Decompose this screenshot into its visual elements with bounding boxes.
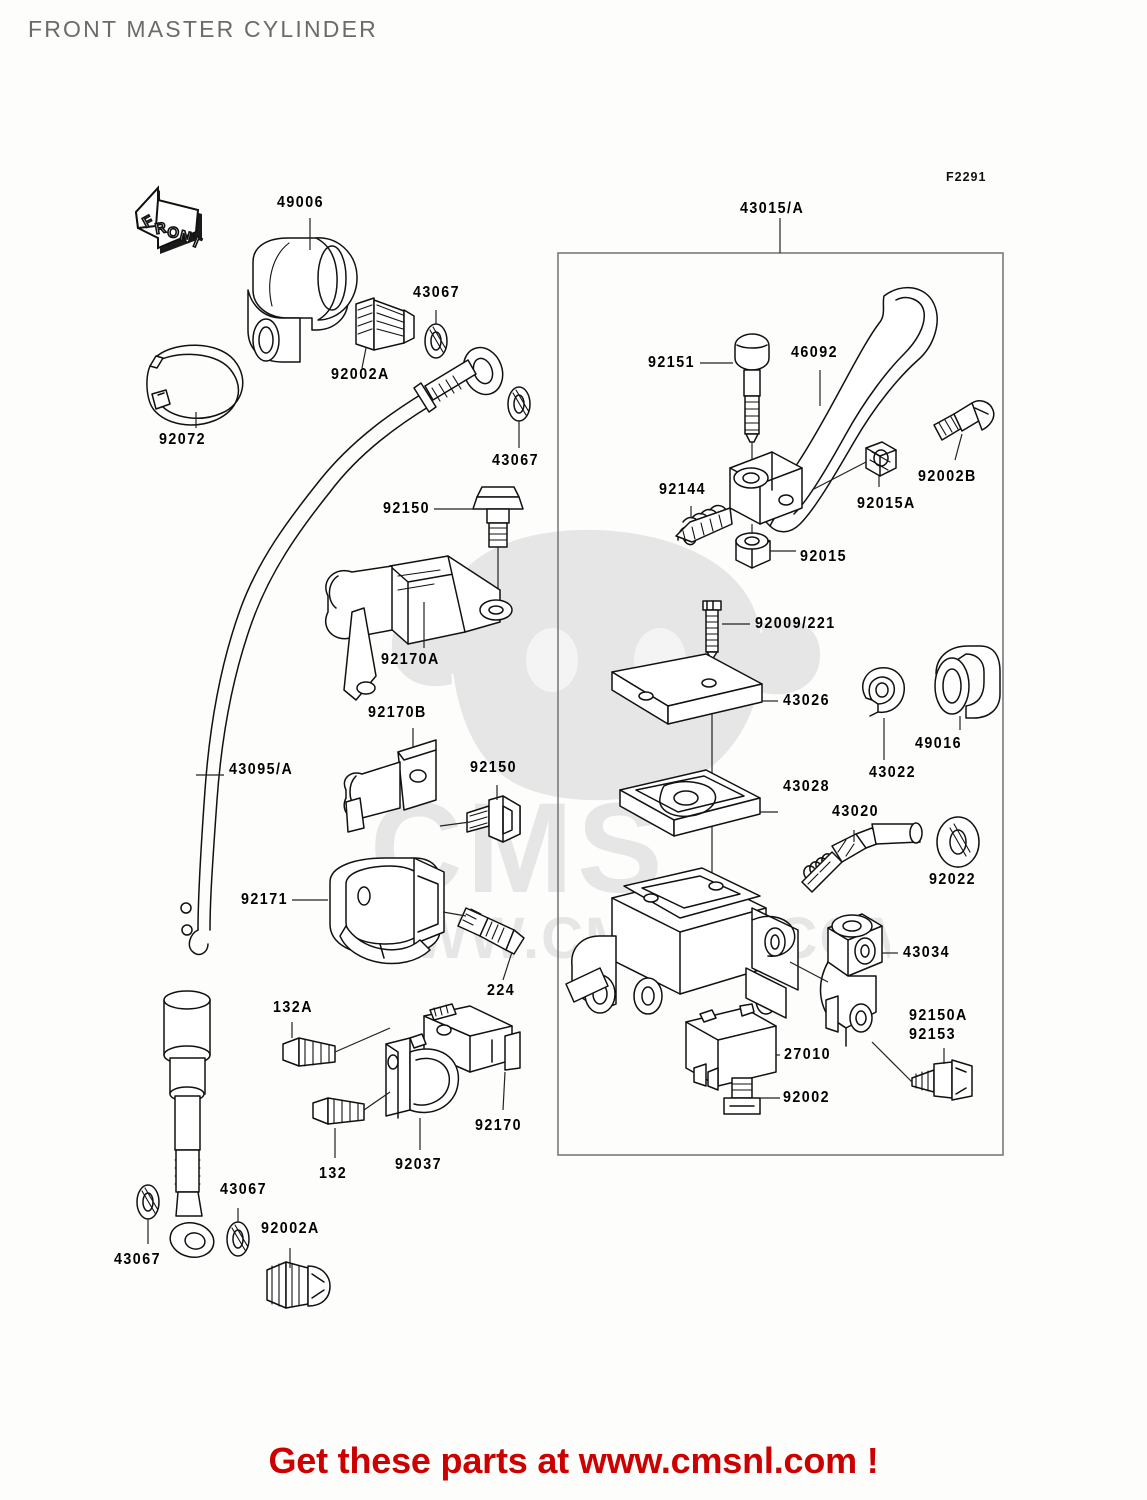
callout-92151: 92151 bbox=[648, 354, 696, 371]
part-92072 bbox=[146, 344, 244, 426]
callout-92002B: 92002B bbox=[918, 468, 977, 485]
callout-92072: 92072 bbox=[159, 431, 207, 448]
callout-92009-221: 92009/221 bbox=[755, 615, 836, 632]
part-49006 bbox=[247, 237, 358, 363]
part-43067-b bbox=[507, 386, 531, 422]
callout-92171: 92171 bbox=[241, 891, 289, 908]
part-92150-upper bbox=[472, 486, 524, 548]
part-92150-lower bbox=[466, 795, 521, 843]
callout-92170A: 92170A bbox=[381, 651, 440, 668]
callout-49016: 49016 bbox=[915, 735, 963, 752]
callout-43022: 43022 bbox=[869, 764, 917, 781]
callout-43095A: 43095/A bbox=[229, 761, 294, 778]
callout-46092: 46092 bbox=[791, 344, 839, 361]
callout-92170B: 92170B bbox=[368, 704, 427, 721]
front-label-o: O bbox=[167, 224, 180, 242]
callout-92015A: 92015A bbox=[857, 495, 916, 512]
front-label-n: N bbox=[178, 227, 193, 246]
callout-92153: 92153 bbox=[909, 1026, 957, 1043]
part-43095A bbox=[163, 346, 504, 1258]
callout-224: 224 bbox=[487, 982, 516, 999]
callout-132: 132 bbox=[319, 1165, 348, 1182]
part-92022 bbox=[936, 816, 980, 868]
part-92015 bbox=[735, 532, 771, 569]
part-92002A-top bbox=[355, 297, 415, 351]
part-224 bbox=[457, 907, 525, 955]
callout-43020: 43020 bbox=[832, 803, 880, 820]
part-43067-c bbox=[226, 1221, 250, 1257]
part-master-cylinder-body bbox=[565, 867, 799, 1019]
page-title: FRONT MASTER CYLINDER bbox=[28, 16, 378, 42]
callout-49006: 49006 bbox=[277, 194, 325, 211]
callout-92002: 92002 bbox=[783, 1089, 831, 1106]
part-92151 bbox=[734, 333, 770, 443]
callout-92022: 92022 bbox=[929, 871, 977, 888]
callout-43067-d: 43067 bbox=[114, 1251, 162, 1268]
sheet-code: F2291 bbox=[946, 170, 987, 184]
callout-43067-b: 43067 bbox=[492, 452, 540, 469]
part-46092 bbox=[729, 286, 938, 533]
callout-43034: 43034 bbox=[903, 944, 951, 961]
callout-132A: 132A bbox=[273, 999, 313, 1016]
part-92144 bbox=[675, 504, 733, 546]
part-92171 bbox=[329, 857, 445, 965]
callout-92144: 92144 bbox=[659, 481, 707, 498]
part-92002A-bottom bbox=[266, 1261, 331, 1309]
part-92150A-92153 bbox=[911, 1059, 973, 1101]
callout-92170: 92170 bbox=[475, 1117, 523, 1134]
callout-43015A: 43015/A bbox=[740, 200, 805, 217]
callout-43067-c: 43067 bbox=[220, 1181, 268, 1198]
part-43026 bbox=[611, 653, 763, 725]
front-label-r: R bbox=[154, 219, 168, 238]
part-92037 bbox=[385, 1033, 460, 1119]
part-92015A bbox=[865, 441, 897, 477]
part-92002 bbox=[723, 1077, 761, 1115]
front-arrow-icon: F R O N T bbox=[134, 185, 204, 254]
callout-43028: 43028 bbox=[783, 778, 831, 795]
callout-43026: 43026 bbox=[783, 692, 831, 709]
callout-43067-a: 43067 bbox=[413, 284, 461, 301]
part-27010 bbox=[685, 1003, 777, 1091]
part-92002B bbox=[933, 400, 995, 441]
part-43020 bbox=[801, 822, 923, 893]
bottom-caption: Get these parts at www.cmsnl.com ! bbox=[268, 1440, 879, 1481]
part-132 bbox=[312, 1097, 365, 1125]
part-43067-a bbox=[424, 323, 448, 359]
part-43028 bbox=[619, 769, 761, 837]
callout-92150-b: 92150 bbox=[470, 759, 518, 776]
part-43067-d bbox=[136, 1184, 160, 1220]
part-92170A bbox=[325, 555, 513, 701]
part-92009-221 bbox=[702, 600, 722, 661]
callout-92002A-top: 92002A bbox=[331, 366, 390, 383]
callout-92037: 92037 bbox=[395, 1156, 443, 1173]
callout-92150A: 92150A bbox=[909, 1007, 968, 1024]
part-43034 bbox=[819, 913, 883, 1047]
callout-92150-a: 92150 bbox=[383, 500, 431, 517]
callout-27010: 27010 bbox=[784, 1046, 832, 1063]
part-43022 bbox=[862, 667, 905, 717]
part-49016 bbox=[934, 645, 1001, 719]
part-92170B bbox=[343, 739, 437, 833]
callout-92015: 92015 bbox=[800, 548, 848, 565]
part-132A bbox=[282, 1037, 336, 1067]
callout-92002A-bot: 92002A bbox=[261, 1220, 320, 1237]
